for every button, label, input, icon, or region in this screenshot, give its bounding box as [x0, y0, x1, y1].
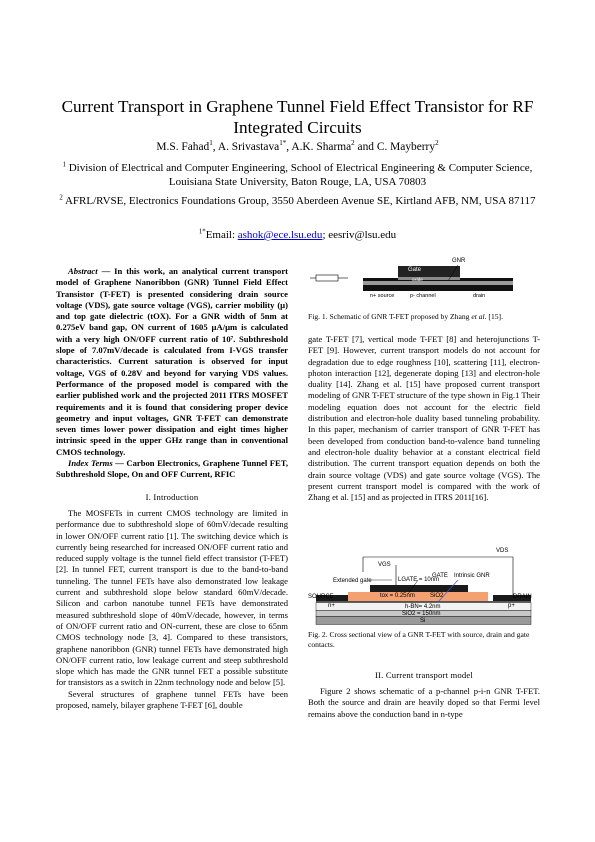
- paper-title: Current Transport in Graphene Tunnel Fie…: [61, 97, 534, 137]
- abstract: Abstract — In this work, an analytical c…: [56, 266, 288, 457]
- email-link[interactable]: ashok@ece.lsu.edu: [237, 229, 323, 241]
- author: A.K. Sharma: [291, 141, 352, 153]
- fig2-drain-label: DRAIN: [513, 594, 532, 600]
- right-column-lower: Figure 2 shows schematic of a p-channel …: [308, 686, 540, 720]
- fig1-drain-label: drain: [473, 293, 486, 299]
- fig2-nplus-label: n+: [328, 603, 335, 609]
- paragraph: The MOSFETs in current CMOS technology a…: [56, 507, 288, 688]
- fig2-sio2-label: SiO2 = 150nm: [402, 611, 441, 617]
- fig2-gate-label: GATE: [432, 573, 448, 579]
- fig1-gate-label: Gate: [408, 267, 422, 273]
- fig1-oxide-label: oxide: [412, 277, 423, 282]
- email-line: 1*Email: ashok@ece.lsu.edu; eesriv@lsu.e…: [198, 228, 397, 241]
- figure-2: VDS VGS GATE Intrinsic GNR Extended gate…: [308, 548, 540, 626]
- fig2-lgate-label: LGATE = 10nm: [398, 577, 440, 583]
- author: A. Srivastava: [217, 141, 280, 153]
- fig2-sio2-top-label: SiO2: [430, 593, 444, 599]
- right-column-upper: gate T-FET [7], vertical mode T-FET [8] …: [308, 334, 540, 503]
- figure-1-caption: Fig. 1. Schematic of GNR T-FET proposed …: [308, 312, 503, 321]
- index-terms: Index Terms — Carbon Electronics, Graphe…: [56, 458, 289, 480]
- section-heading-introduction: I. Introduction: [145, 491, 199, 502]
- fig2-source-label: SOURCE: [308, 594, 334, 600]
- author-list: M.S. Fahad1, A. Srivastava1*, A.K. Sharm…: [156, 139, 439, 153]
- figure-1: Gate GNR oxide n+ source p- channel drai…: [308, 258, 540, 306]
- left-column: Abstract — In this work, an analytical c…: [56, 266, 288, 711]
- fig2-tox-label: tox = 0.25nm: [380, 593, 415, 599]
- paragraph: gate T-FET [7], vertical mode T-FET [8] …: [308, 334, 540, 503]
- fig1-schematic: [310, 264, 513, 291]
- affiliation-2: 2 AFRL/RVSE, Electronics Foundations Gro…: [59, 194, 536, 207]
- fig1-channel-label: p- channel: [410, 293, 436, 299]
- fig1-gnr-label: GNR: [452, 258, 466, 264]
- fig1-source-label: n+ source: [370, 293, 395, 299]
- paragraph: Several structures of graphene tunnel FE…: [56, 688, 288, 710]
- figure-2-caption: Fig. 2. Cross sectional view of a GNR T-…: [308, 630, 530, 649]
- author: M.S. Fahad: [156, 141, 210, 153]
- fig2-vgs-label: VGS: [378, 562, 391, 568]
- fig2-pplus-label: p+: [508, 603, 515, 609]
- fig2-intrinsic-gnr-label: Intrinsic GNR: [454, 573, 490, 579]
- fig2-extended-gate-label: Extended gate: [333, 578, 372, 584]
- fig2-si-label: Si: [420, 618, 426, 624]
- fig2-vds-label: VDS: [496, 548, 509, 554]
- affiliation-1: 1 Division of Electrical and Computer En…: [62, 161, 533, 188]
- fig2-hbn-label: h-BN= 4.2nm: [405, 604, 441, 610]
- paragraph: Figure 2 shows schematic of a p-channel …: [308, 686, 540, 719]
- fig2-cross-section: [315, 556, 532, 625]
- author: C. Mayberry: [376, 141, 436, 153]
- section-heading-current-transport-model: II. Current transport model: [375, 670, 473, 680]
